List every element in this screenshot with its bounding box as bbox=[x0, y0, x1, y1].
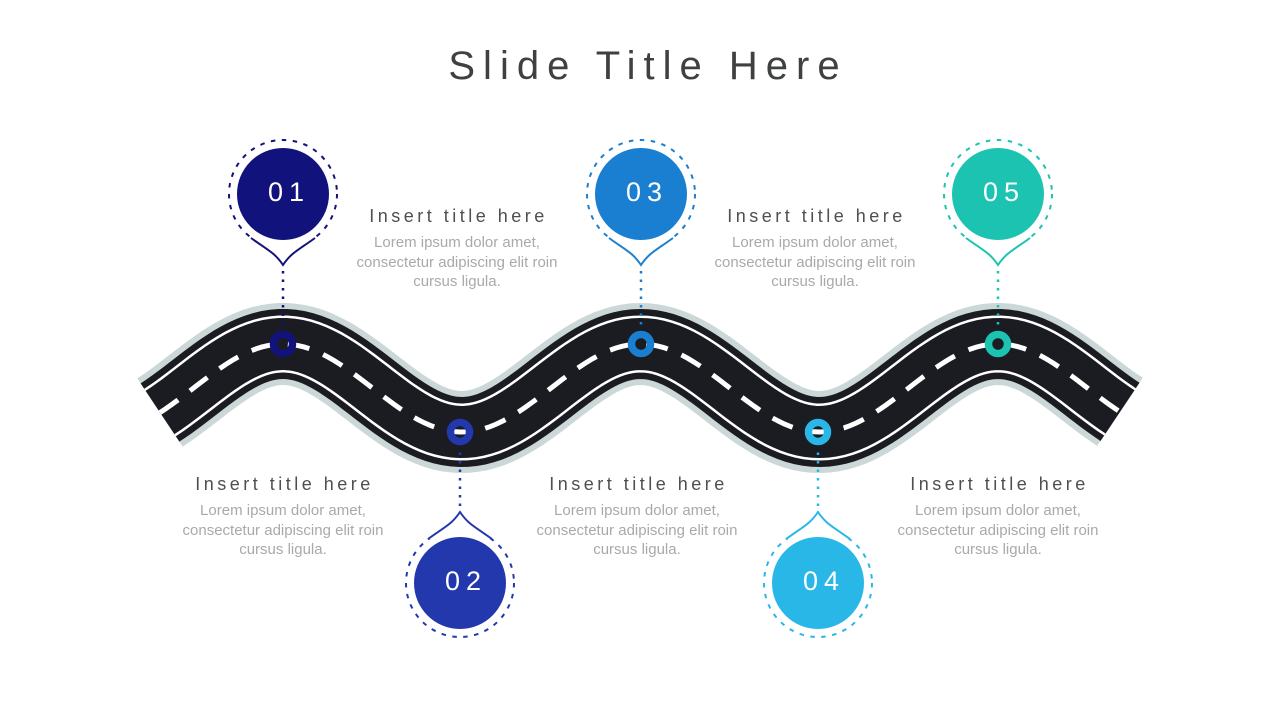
text-block-body: Lorem ipsum dolor amet, consectetur adip… bbox=[714, 234, 916, 290]
road-asphalt-center bbox=[145, 317, 1135, 459]
text-block-step-02: Insert title here Lorem ipsum dolor amet… bbox=[347, 206, 567, 292]
road-marker-03 bbox=[627, 330, 655, 358]
step-number-05: 05 bbox=[982, 177, 1026, 207]
road-marker-04 bbox=[804, 418, 832, 446]
step-number-02: 02 bbox=[444, 566, 488, 596]
text-block-title: Insert title here bbox=[369, 206, 548, 226]
pin-tail bbox=[785, 510, 851, 540]
pin-tail bbox=[965, 237, 1031, 267]
text-block-title: Insert title here bbox=[910, 474, 1089, 494]
text-block-body: Lorem ipsum dolor amet, consectetur adip… bbox=[182, 502, 384, 558]
pin-tail bbox=[608, 237, 674, 267]
text-block-step-04: Insert title here Lorem ipsum dolor amet… bbox=[705, 206, 925, 292]
pin-dashed-ring bbox=[586, 139, 696, 249]
pin-tail bbox=[250, 237, 316, 267]
step-pin-05 bbox=[943, 139, 1053, 358]
pin-circle bbox=[414, 537, 506, 629]
pin-circle bbox=[952, 148, 1044, 240]
road-marker-01 bbox=[269, 330, 297, 358]
text-block-step-05: Insert title here Lorem ipsum dolor amet… bbox=[888, 474, 1108, 560]
text-block-title: Insert title here bbox=[727, 206, 906, 226]
road-marker-02 bbox=[446, 418, 474, 446]
text-block-body: Lorem ipsum dolor amet, consectetur adip… bbox=[897, 502, 1099, 558]
slide-title: Slide Title Here bbox=[448, 44, 848, 88]
step-pin-04 bbox=[763, 418, 873, 638]
step-pin-02 bbox=[405, 418, 515, 638]
text-block-step-01: Insert title here Lorem ipsum dolor amet… bbox=[173, 474, 393, 560]
text-block-title: Insert title here bbox=[549, 474, 728, 494]
text-block-body: Lorem ipsum dolor amet, consectetur adip… bbox=[356, 234, 558, 290]
pin-tail bbox=[427, 510, 493, 540]
step-pin-03 bbox=[586, 139, 696, 358]
text-block-step-03: Insert title here Lorem ipsum dolor amet… bbox=[527, 474, 747, 560]
step-pin-01 bbox=[228, 139, 338, 358]
step-number-01: 01 bbox=[267, 177, 311, 207]
pin-circle bbox=[595, 148, 687, 240]
pin-dashed-ring bbox=[228, 139, 338, 249]
pin-circle bbox=[237, 148, 329, 240]
pin-dashed-ring bbox=[943, 139, 1053, 249]
text-block-title: Insert title here bbox=[195, 474, 374, 494]
pin-circle bbox=[772, 537, 864, 629]
step-number-03: 03 bbox=[625, 177, 669, 207]
road-marker-05 bbox=[984, 330, 1012, 358]
text-block-body: Lorem ipsum dolor amet, consectetur adip… bbox=[536, 502, 738, 558]
step-number-04: 04 bbox=[802, 566, 846, 596]
